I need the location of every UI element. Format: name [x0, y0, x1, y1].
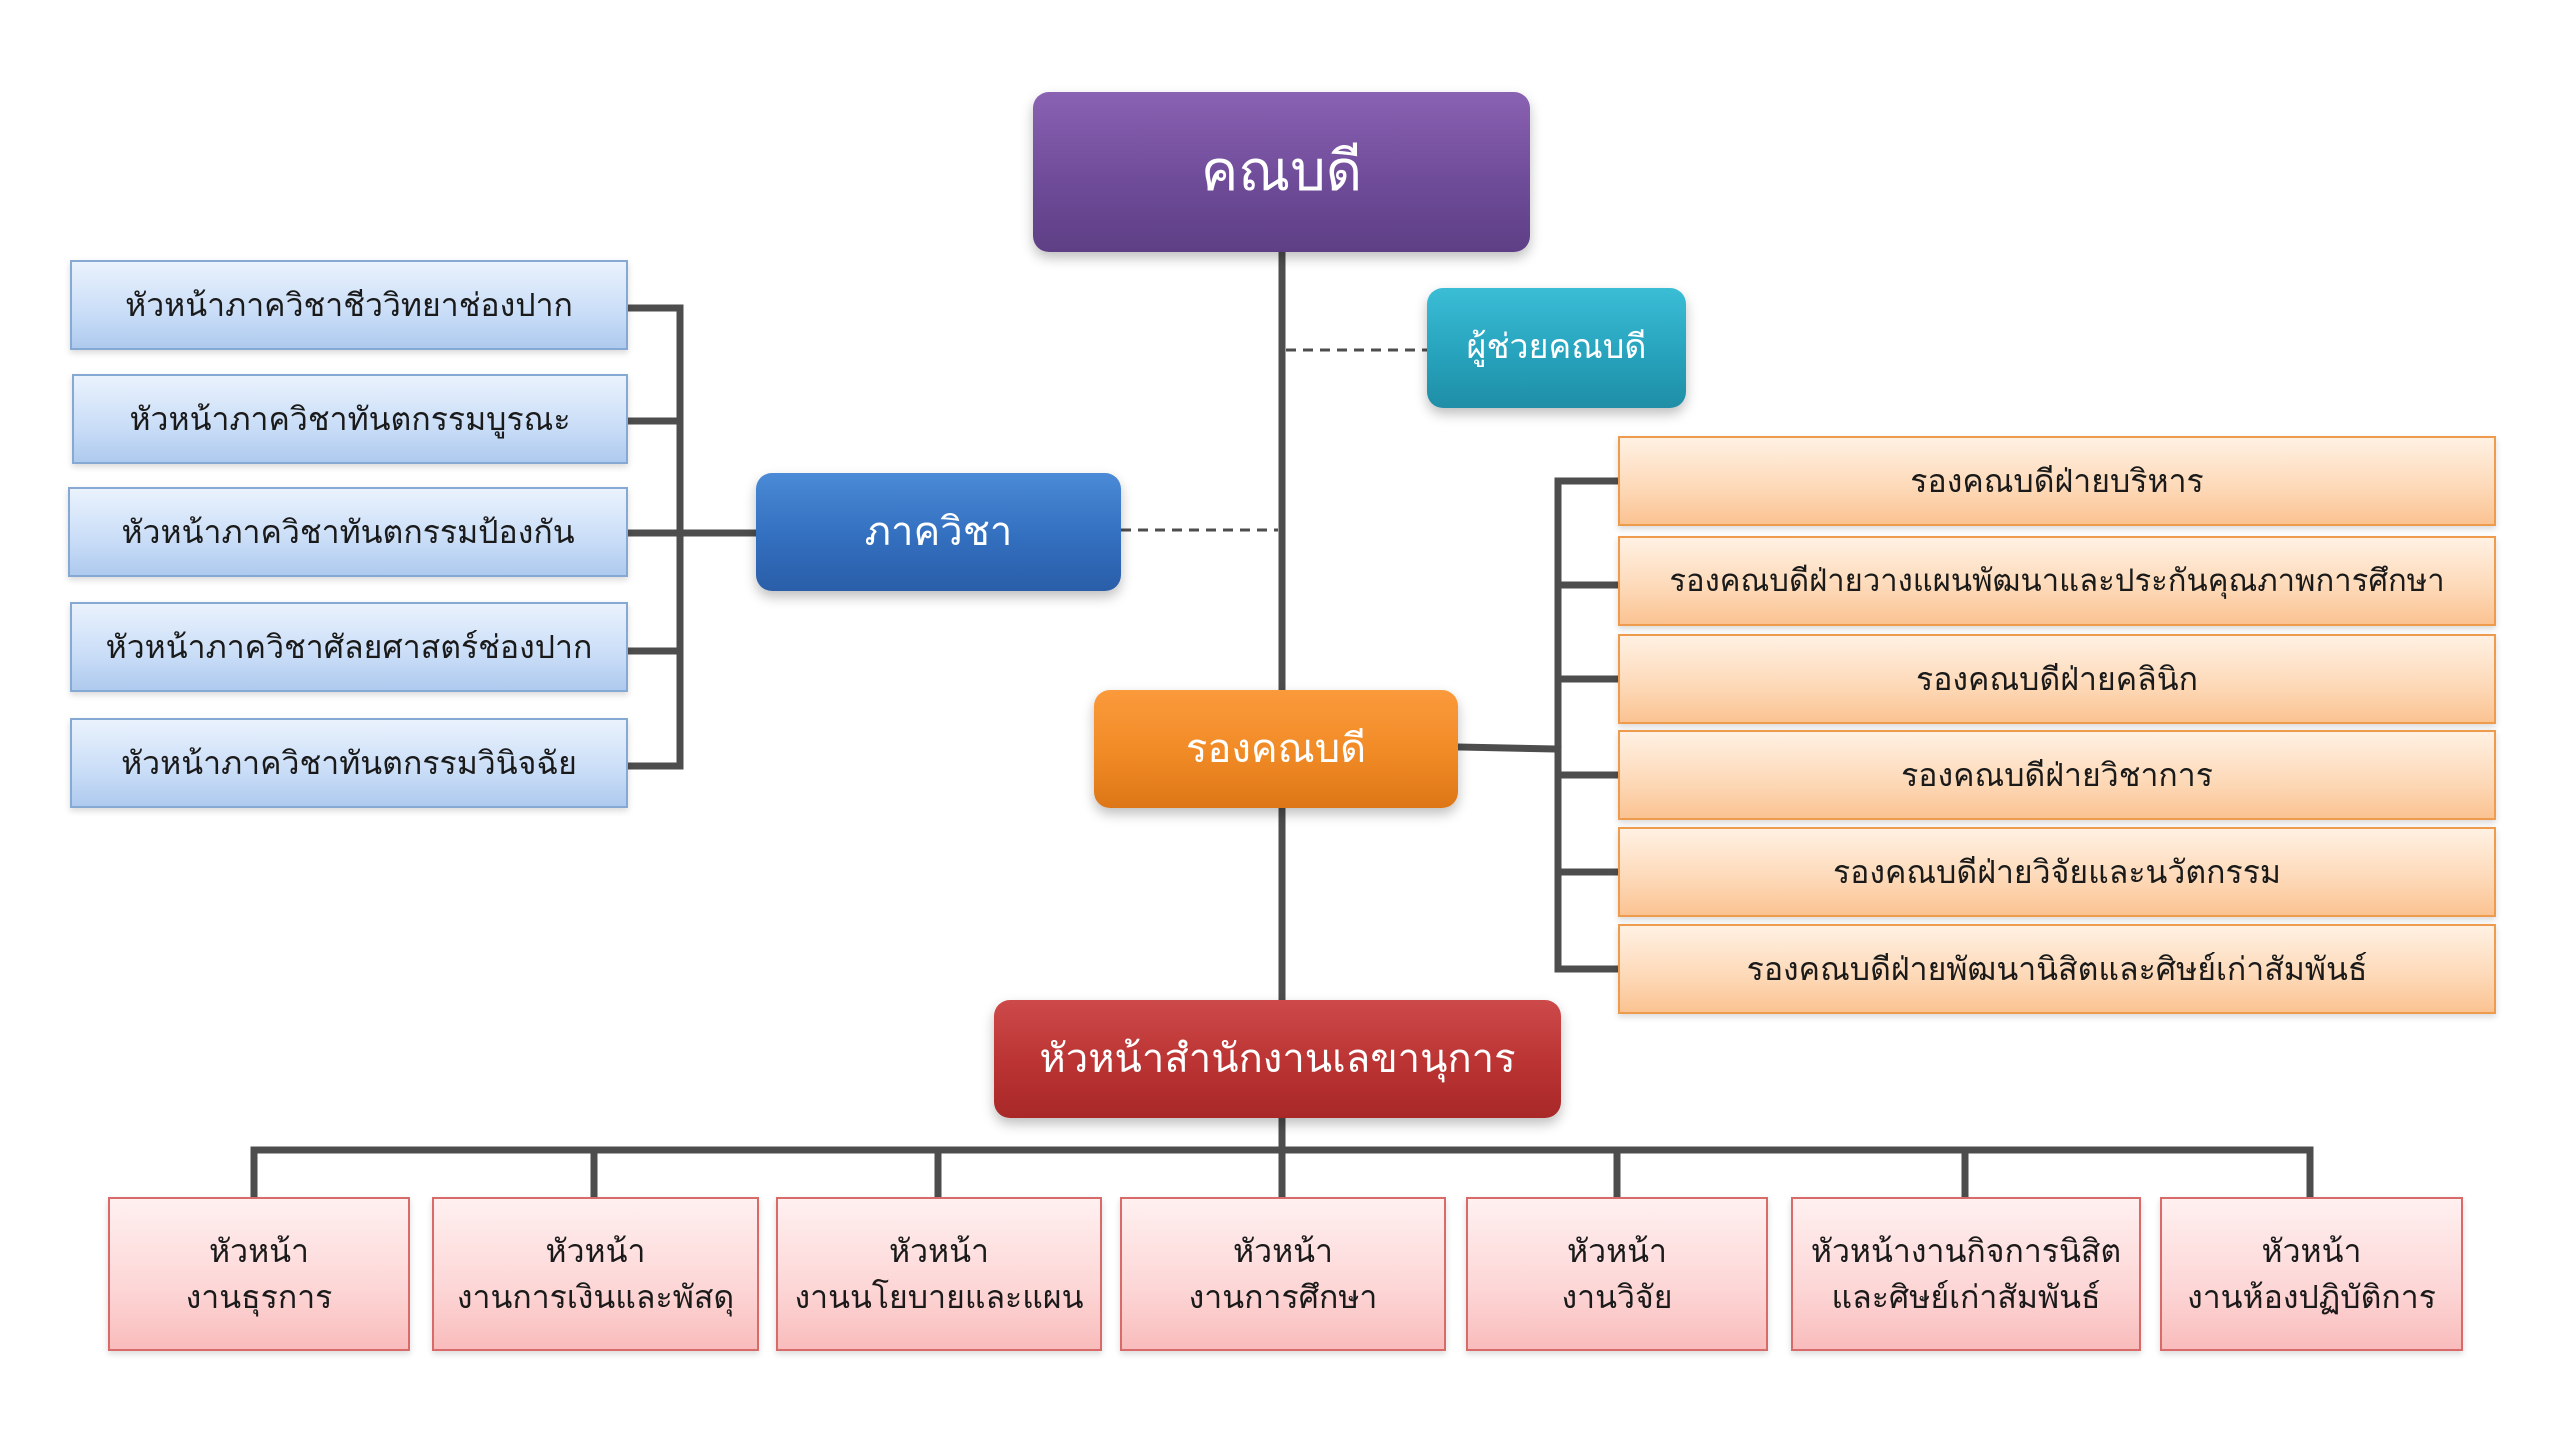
unit-line-2: งานการศึกษา [1188, 1278, 1378, 1316]
dean-box: คณบดี [1033, 92, 1530, 252]
assistant-dean-box: ผู้ช่วยคณบดี [1427, 288, 1686, 408]
unit-line-1: หัวหน้างานกิจการนิสิต [1810, 1231, 2122, 1270]
unit-line-1: หัวหน้า [1567, 1231, 1667, 1270]
vice-dean-item: รองคณบดีฝ่ายวิชาการ [1618, 730, 2496, 820]
unit-line-1: หัวหน้า [1233, 1231, 1333, 1270]
vice-dean-item: รองคณบดีฝ่ายบริหาร [1618, 436, 2496, 526]
office-unit-item: หัวหน้างานธุรการ [108, 1197, 410, 1351]
office-unit-item: หัวหน้างานนโยบายและแผน [776, 1197, 1102, 1351]
department-head-item: หัวหน้าภาควิชาทันตกรรมบูรณะ [72, 374, 628, 464]
vice-dean-item: รองคณบดีฝ่ายวางแผนพัฒนาและประกันคุณภาพกา… [1618, 536, 2496, 626]
unit-line-2: และศิษย์เก่าสัมพันธ์ [1831, 1278, 2101, 1316]
department-head-item: หัวหน้าภาควิชาศัลยศาสตร์ช่องปาก [70, 602, 628, 692]
secretary-office-box: หัวหน้าสำนักงานเลขานุการ [994, 1000, 1561, 1118]
office-unit-item: หัวหน้างานวิจัย [1466, 1197, 1768, 1351]
department-head-item: หัวหน้าภาควิชาทันตกรรมป้องกัน [68, 487, 628, 577]
office-unit-item: หัวหน้างานกิจการนิสิตและศิษย์เก่าสัมพันธ… [1791, 1197, 2141, 1351]
vice-dean-box: รองคณบดี [1094, 690, 1458, 808]
vice-bracket [1554, 477, 1622, 973]
department-head-item: หัวหน้าภาควิชาชีววิทยาช่องปาก [70, 260, 628, 350]
vice-dean-item: รองคณบดีฝ่ายคลินิก [1618, 634, 2496, 724]
office-unit-item: หัวหน้างานการเงินและพัสดุ [432, 1197, 759, 1351]
vice-dean-item: รองคณบดีฝ่ายวิจัยและนวัตกรรม [1618, 827, 2496, 917]
unit-line-2: งานการเงินและพัสดุ [456, 1278, 735, 1316]
unit-line-2: งานธุรการ [185, 1278, 333, 1316]
unit-line-2: งานห้องปฏิบัติการ [2187, 1278, 2436, 1316]
unit-line-1: หัวหน้า [888, 1231, 989, 1270]
unit-line-1: หัวหน้า [209, 1231, 309, 1270]
vice-to-bracket [1454, 743, 1562, 753]
department-bracket [626, 304, 684, 770]
office-unit-item: หัวหน้างานห้องปฏิบัติการ [2160, 1197, 2463, 1351]
department-box: ภาควิชา [756, 473, 1121, 591]
vice-dean-item: รองคณบดีฝ่ายพัฒนานิสิตและศิษย์เก่าสัมพัน… [1618, 924, 2496, 1014]
office-unit-item: หัวหน้างานการศึกษา [1120, 1197, 1446, 1351]
unit-line-2: งานนโยบายและแผน [794, 1278, 1084, 1316]
unit-line-1: หัวหน้า [545, 1231, 646, 1270]
unit-line-1: หัวหน้า [2261, 1231, 2362, 1270]
department-head-item: หัวหน้าภาควิชาทันตกรรมวินิจฉัย [70, 718, 628, 808]
unit-line-2: งานวิจัย [1561, 1278, 1673, 1316]
